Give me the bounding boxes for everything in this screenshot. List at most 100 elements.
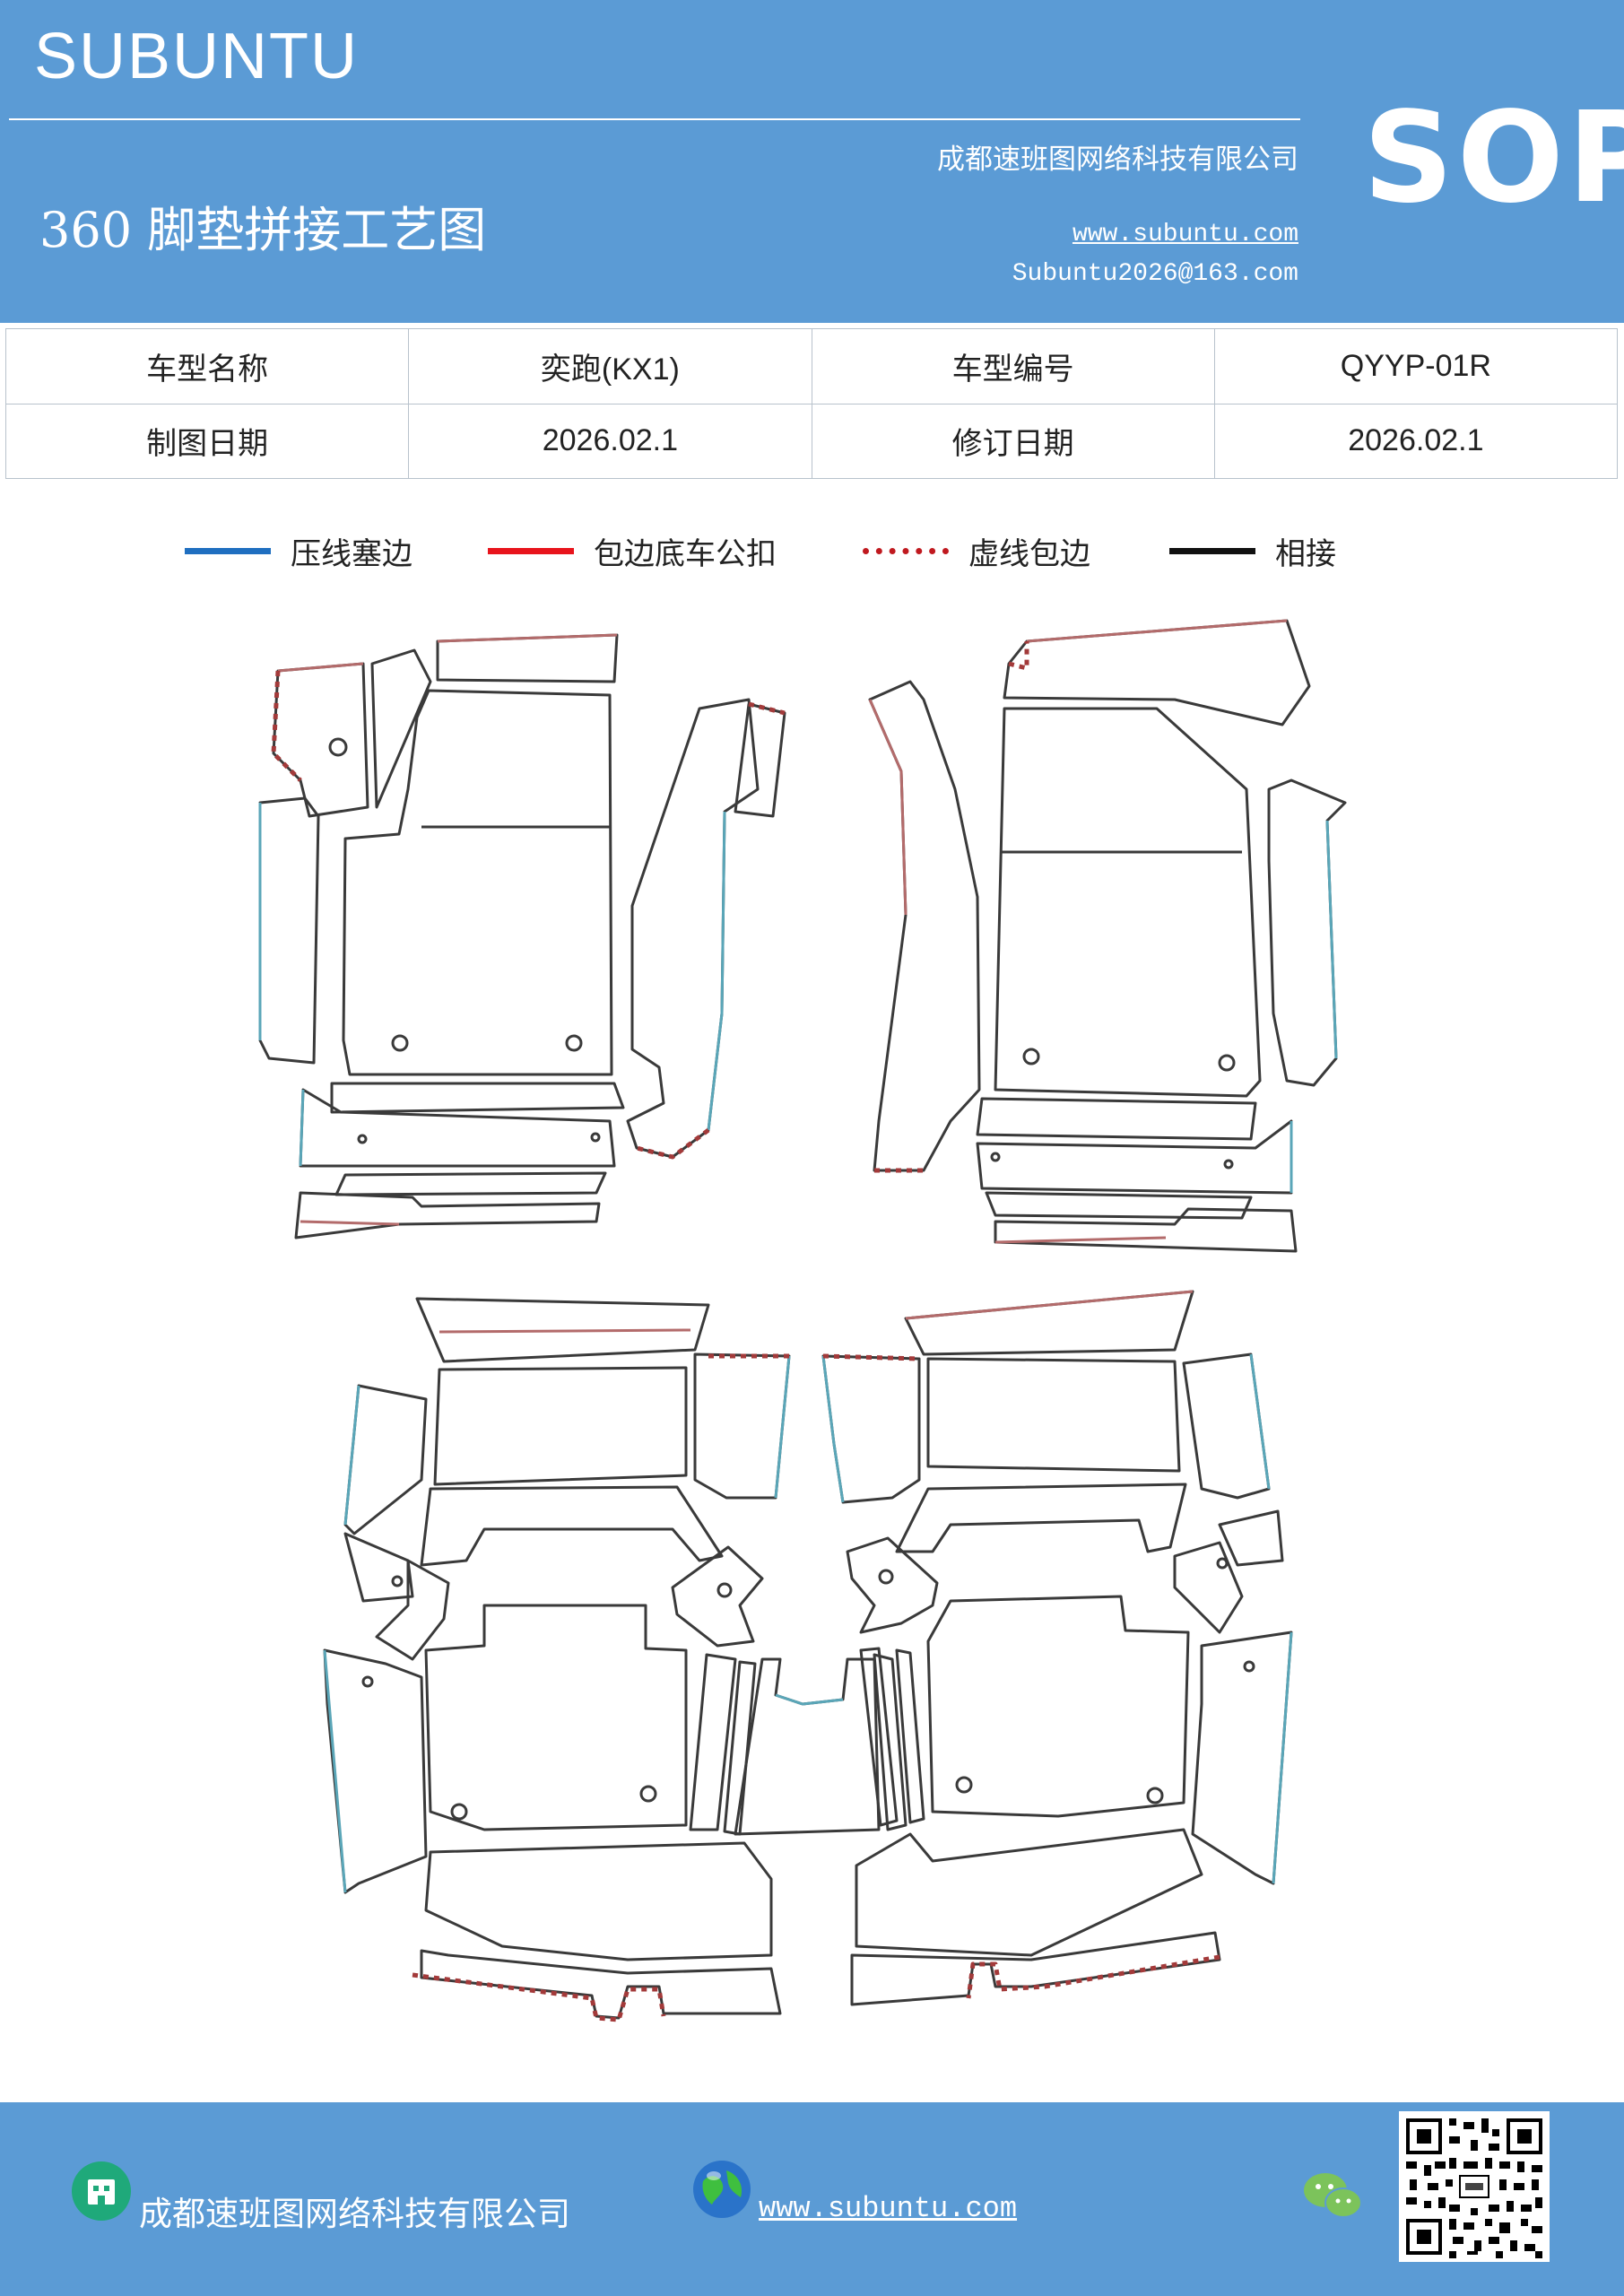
mat-hole <box>328 737 348 757</box>
mat-piece <box>855 1828 1203 1957</box>
mat-piece <box>859 1647 899 1827</box>
page-header: SUBUNTU 成都速班图网络科技有限公司 360 脚垫拼接工艺图 www.su… <box>0 0 1624 323</box>
mat-piece <box>1218 1509 1284 1567</box>
mat-piece <box>926 1357 1181 1473</box>
mat-piece <box>294 1191 601 1239</box>
rear-right-mat-group <box>821 1290 1293 2006</box>
mat-piece <box>821 1354 921 1504</box>
mat-piece <box>821 1355 845 1503</box>
legend-swatch <box>488 548 574 554</box>
mat-piece <box>1008 641 1029 671</box>
mat-piece <box>868 699 908 916</box>
mat-piece <box>689 1653 737 1831</box>
mat-piece <box>343 1532 414 1603</box>
mat-piece <box>439 1328 691 1334</box>
mat-piece <box>822 1353 920 1361</box>
mat-piece <box>272 662 369 818</box>
footer-company-name: 成都速班图网络科技有限公司 <box>139 2195 570 2233</box>
legend-swatch <box>185 548 271 554</box>
mat-piece <box>424 1604 688 1831</box>
mat-piece <box>277 662 364 673</box>
mat-piece <box>299 1088 616 1168</box>
table-cell: 2026.02.1 <box>1213 403 1619 479</box>
mat-hole <box>1022 1048 1040 1065</box>
mat-piece <box>420 1485 724 1567</box>
mat-piece <box>323 1648 428 1894</box>
legend-item: 压线塞边 <box>185 529 413 573</box>
mat-piece <box>323 1649 347 1893</box>
legend-label: 虚线包边 <box>968 536 1090 572</box>
mat-hole <box>1223 1159 1234 1170</box>
legend-label: 压线塞边 <box>291 536 413 572</box>
legend-swatch <box>1169 548 1255 554</box>
mat-piece <box>1249 1353 1271 1490</box>
mat-piece <box>1325 820 1338 1059</box>
mat-piece <box>976 1097 1257 1141</box>
mat-piece <box>850 1931 1221 2006</box>
front-right-mat-group <box>868 619 1347 1253</box>
header-divider <box>9 118 1300 120</box>
mat-piece <box>626 698 760 1159</box>
mat-hole <box>955 1776 973 1794</box>
mat-piece <box>904 1290 1194 1356</box>
mat-piece <box>436 633 619 683</box>
mat-hole <box>1243 1660 1255 1673</box>
center-tunnel-mat <box>734 1648 925 1836</box>
mat-piece <box>895 1648 925 1824</box>
mat-piece <box>299 1089 305 1167</box>
mat-piece <box>343 1385 360 1526</box>
mat-piece <box>976 1119 1293 1195</box>
mat-piece <box>258 796 320 1065</box>
legend-item: 相接 <box>1169 529 1336 573</box>
mat-piece <box>693 1352 791 1500</box>
mat-piece <box>734 1657 881 1836</box>
table-row: 车型名称 奕跑(KX1) 车型编号 QYYP-01R <box>4 328 1619 404</box>
website-link[interactable]: www.subuntu.com <box>1072 221 1298 248</box>
legend-item: 包边底车公扣 <box>488 529 777 573</box>
legend-swatch <box>863 548 949 554</box>
mat-piece <box>994 707 1262 1098</box>
legend-label: 包边底车公扣 <box>594 536 777 572</box>
mat-piece <box>334 1171 607 1196</box>
table-row: 制图日期 2026.02.1 修订日期 2026.02.1 <box>4 403 1619 479</box>
mat-piece <box>330 1082 625 1114</box>
globe-icon <box>693 2161 751 2218</box>
table-cell: 制图日期 <box>4 403 410 479</box>
table-cell: QYYP-01R <box>1213 328 1619 404</box>
mat-hole <box>1146 1787 1164 1805</box>
mat-piece <box>370 648 432 809</box>
email-address: Subuntu2026@163.com <box>1012 260 1298 288</box>
mat-hole <box>357 1134 368 1144</box>
mat-piece <box>437 633 618 643</box>
mat-piece <box>774 1355 791 1499</box>
floor-mat-pattern-diagram <box>258 619 1347 2022</box>
rear-left-mat-group <box>323 1297 791 2022</box>
mat-piece <box>707 811 726 1131</box>
mat-piece <box>1173 1541 1244 1634</box>
mat-piece <box>926 1595 1190 1818</box>
mat-piece <box>1272 1631 1293 1884</box>
mat-piece <box>846 1536 939 1634</box>
mat-hole <box>361 1675 374 1688</box>
mat-piece <box>300 1220 400 1226</box>
mat-piece <box>905 1290 1194 1320</box>
page-footer: 成都速班图网络科技有限公司 www.subuntu.com <box>0 2102 1624 2296</box>
mat-hole <box>450 1803 468 1821</box>
mat-piece <box>1267 778 1347 1087</box>
vehicle-info-table: 车型名称 奕跑(KX1) 车型编号 QYYP-01R 制图日期 2026.02.… <box>4 328 1619 479</box>
legend-label: 相接 <box>1275 536 1336 572</box>
mat-piece <box>1003 619 1311 726</box>
mat-hole <box>1216 1557 1229 1570</box>
mat-piece <box>1182 1352 1271 1500</box>
mat-piece <box>375 1559 450 1661</box>
mat-piece <box>424 1841 773 1961</box>
mat-piece <box>671 1545 764 1648</box>
mat-hole <box>1218 1054 1236 1072</box>
footer-website-link[interactable]: www.subuntu.com <box>759 2192 1018 2225</box>
legend-item: 虚线包边 <box>863 529 1090 573</box>
mat-hole <box>639 1785 657 1803</box>
brand-name: SUBUNTU <box>34 21 360 92</box>
mat-hole <box>990 1152 1001 1162</box>
table-cell: 2026.02.1 <box>408 403 812 479</box>
mat-hole <box>878 1569 894 1585</box>
